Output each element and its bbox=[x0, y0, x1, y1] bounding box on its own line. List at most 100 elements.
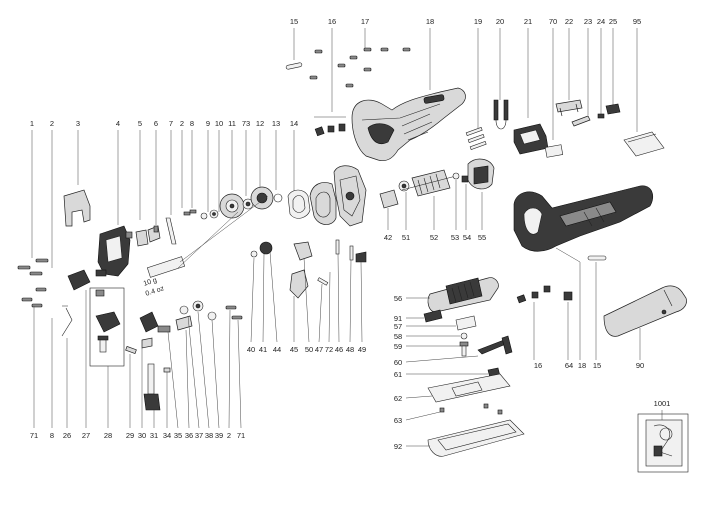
label-61: 61 bbox=[394, 370, 402, 379]
bearing-53 bbox=[452, 172, 460, 230]
label-42: 42 bbox=[384, 233, 392, 242]
label-30: 30 bbox=[138, 431, 146, 440]
label-1001: 1001 bbox=[654, 399, 671, 408]
label-21: 21 bbox=[524, 17, 532, 26]
button-25 bbox=[605, 103, 621, 115]
base-housing-56 bbox=[406, 277, 499, 313]
label-48: 48 bbox=[346, 345, 354, 354]
label-59: 59 bbox=[394, 342, 402, 351]
label-18-top: 18 bbox=[426, 17, 434, 26]
bottom-left-leaders bbox=[33, 290, 242, 429]
gear-cage-12 bbox=[250, 186, 274, 210]
rod-7 bbox=[165, 217, 177, 245]
label-17: 17 bbox=[361, 17, 369, 26]
label-60: 60 bbox=[394, 358, 402, 367]
support-rollers-29-30 bbox=[125, 337, 153, 355]
base-labels: 56 91 57 58 59 60 61 62 63 92 bbox=[394, 294, 402, 451]
washer-58 bbox=[406, 332, 468, 340]
switch-21 bbox=[513, 123, 549, 155]
gear-housing-4 bbox=[95, 225, 133, 277]
label-37: 37 bbox=[195, 431, 203, 440]
rollers-38-39-2 bbox=[179, 300, 243, 321]
left-top-labels: 1 2 3 4 5 6 7 2 8 9 10 11 73 12 13 14 bbox=[30, 119, 298, 128]
label-44: 44 bbox=[273, 345, 281, 354]
label-2-a: 2 bbox=[50, 119, 54, 128]
label-27: 27 bbox=[82, 431, 90, 440]
screws-17 bbox=[309, 47, 411, 88]
housing-center-frame bbox=[333, 165, 367, 227]
grease-amount-grams: 10 g bbox=[143, 277, 158, 288]
pins-47-72-46 bbox=[317, 239, 354, 286]
label-16-top: 16 bbox=[328, 17, 336, 26]
label-73: 73 bbox=[242, 119, 250, 128]
base-plate-62 bbox=[405, 373, 511, 403]
manual-95 bbox=[623, 131, 665, 157]
guide-37 bbox=[175, 315, 193, 331]
label-11: 11 bbox=[228, 119, 236, 128]
brush-holder-20 bbox=[493, 99, 509, 130]
label-14: 14 bbox=[290, 119, 298, 128]
label-47: 47 bbox=[315, 345, 323, 354]
dust-adapter-90 bbox=[603, 285, 687, 360]
left-top-leaders bbox=[31, 130, 295, 268]
mid-labels: 42 51 52 53 54 55 bbox=[384, 233, 486, 242]
label-3: 3 bbox=[76, 119, 80, 128]
label-31: 31 bbox=[150, 431, 158, 440]
screws-63 bbox=[405, 403, 503, 421]
label-41: 41 bbox=[259, 345, 267, 354]
sole-plate-92 bbox=[406, 419, 525, 457]
label-63: 63 bbox=[394, 416, 402, 425]
clip-42 bbox=[379, 189, 399, 230]
label-56: 56 bbox=[394, 294, 402, 303]
label-24: 24 bbox=[597, 17, 605, 26]
magnet-54 bbox=[461, 175, 469, 230]
bottom-mid-labels: 40 41 44 45 50 47 72 46 48 49 bbox=[247, 345, 366, 354]
screw-59 bbox=[406, 341, 469, 357]
label-53: 53 bbox=[451, 233, 459, 242]
label-9: 9 bbox=[206, 119, 210, 128]
label-64: 64 bbox=[565, 361, 573, 370]
label-46: 46 bbox=[335, 345, 343, 354]
label-39: 39 bbox=[215, 431, 223, 440]
label-91: 91 bbox=[394, 314, 402, 323]
slider-23 bbox=[571, 115, 591, 127]
plate-50 bbox=[293, 241, 313, 261]
clip-bracket-27 bbox=[67, 269, 105, 297]
pin-15-right bbox=[587, 255, 607, 360]
plate-6 bbox=[147, 225, 161, 243]
label-5: 5 bbox=[138, 119, 142, 128]
label-95: 95 bbox=[633, 17, 641, 26]
top-labels: 15 16 17 18 19 20 21 70 22 23 24 25 95 bbox=[290, 17, 641, 26]
label-28: 28 bbox=[104, 431, 112, 440]
bearing-parts-8-9-10 bbox=[183, 209, 219, 220]
lever-5 bbox=[135, 229, 149, 247]
gasket-14 bbox=[287, 189, 311, 219]
label-2-b: 2 bbox=[180, 119, 184, 128]
label-29: 29 bbox=[126, 431, 134, 440]
label-sticker-70 bbox=[544, 144, 564, 158]
clips-16-top bbox=[314, 116, 346, 137]
lever-45 bbox=[289, 269, 309, 342]
label-6: 6 bbox=[154, 119, 158, 128]
label-22: 22 bbox=[565, 17, 573, 26]
label-90: 90 bbox=[636, 361, 644, 370]
label-55: 55 bbox=[478, 233, 486, 242]
plunger-31 bbox=[143, 363, 161, 411]
label-58: 58 bbox=[394, 332, 402, 341]
label-4: 4 bbox=[116, 119, 120, 128]
pin-15-top bbox=[285, 62, 303, 70]
housing-half-18 bbox=[351, 87, 466, 162]
label-8-top: 8 bbox=[190, 119, 194, 128]
clip-64 bbox=[563, 291, 573, 360]
gearbox-cover-middle bbox=[309, 182, 337, 225]
label-40: 40 bbox=[247, 345, 255, 354]
assembled-jigsaw-18 bbox=[513, 185, 653, 360]
switch-lever-22 bbox=[555, 99, 583, 117]
label-70: 70 bbox=[549, 17, 557, 26]
label-62: 62 bbox=[394, 394, 402, 403]
label-35: 35 bbox=[174, 431, 182, 440]
label-19: 19 bbox=[474, 17, 482, 26]
label-34: 34 bbox=[163, 431, 171, 440]
clips-16-right bbox=[516, 285, 551, 360]
